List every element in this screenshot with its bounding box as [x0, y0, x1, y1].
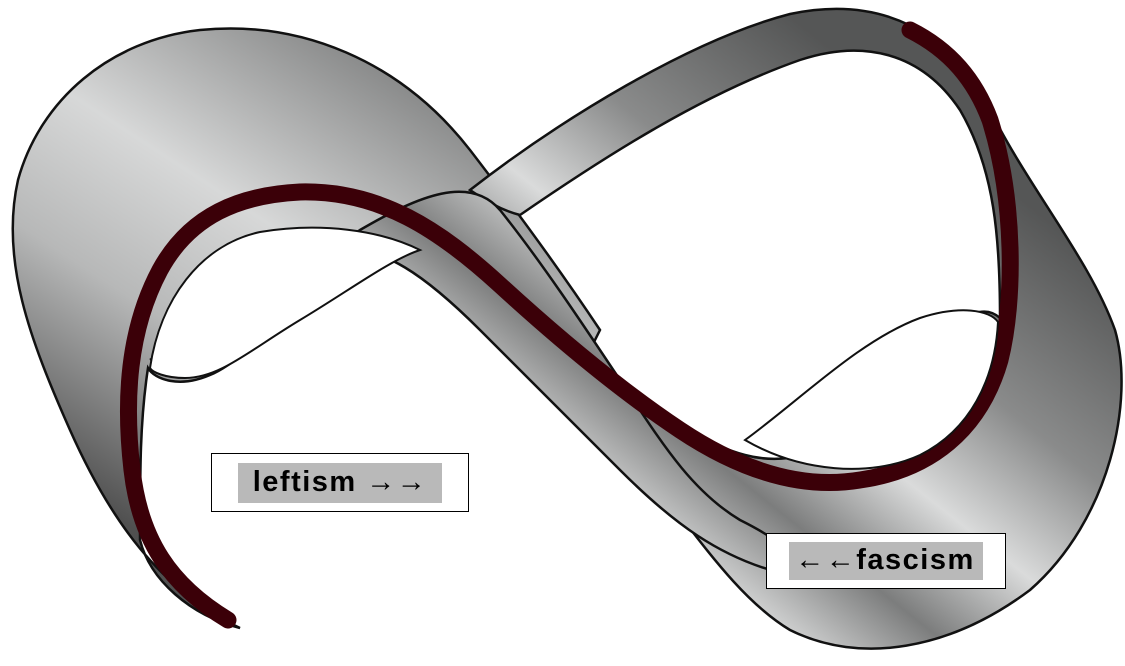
fascism-label: ←←fascism — [766, 533, 1006, 589]
left-hole-outline — [148, 226, 423, 380]
leftism-label-text: leftism →→ — [237, 462, 443, 503]
right-hole-outline — [743, 309, 1000, 470]
fascism-label-text: ←←fascism — [789, 542, 983, 580]
strip-edge-stripe — [119, 21, 1019, 629]
leftism-label: leftism →→ — [211, 453, 469, 512]
band-left-lobe — [11, 27, 602, 630]
